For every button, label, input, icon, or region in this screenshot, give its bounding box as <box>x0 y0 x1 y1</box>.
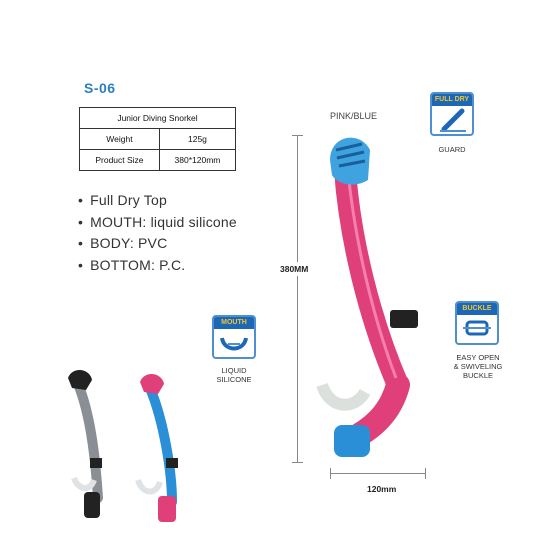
caption-line: & SWIVELING <box>453 362 503 371</box>
dimension-tick-left <box>330 468 331 479</box>
buckle-caption: EASY OPEN & SWIVELING BUCKLE <box>446 353 510 380</box>
feature-list: Full Dry Top MOUTH: liquid silicone BODY… <box>78 190 237 276</box>
list-item: BOTTOM: P.C. <box>78 255 237 277</box>
caption-line: BUCKLE <box>462 371 493 380</box>
spec-label: Weight <box>79 128 160 150</box>
list-item: BODY: PVC <box>78 233 237 255</box>
full-dry-badge: FULL DRY <box>430 92 474 136</box>
mouth-badge: MOUTH <box>212 315 256 359</box>
caption-line: LIQUID <box>221 366 247 375</box>
table-row: Weight 125g <box>79 128 237 150</box>
dimension-height-label: 380MM <box>280 262 309 276</box>
gray-snorkel-image <box>68 369 103 518</box>
buckle-badge: BUCKLE <box>455 301 499 345</box>
spec-value: 380*120mm <box>158 149 237 171</box>
spec-table: Junior Diving Snorkel Weight 125g Produc… <box>79 107 237 171</box>
dimension-tick-bottom <box>292 462 303 463</box>
caption-line: SILICONE <box>216 375 252 384</box>
dimension-tick-top <box>292 135 303 136</box>
list-item: MOUTH: liquid silicone <box>78 212 237 234</box>
spec-table-title: Junior Diving Snorkel <box>79 107 236 129</box>
spec-label: Product Size <box>79 149 160 171</box>
mouth-caption: LIQUID SILICONE <box>206 366 262 384</box>
table-row: Product Size 380*120mm <box>79 149 237 171</box>
snorkel-top-icon <box>440 108 466 132</box>
buckle-icon <box>463 320 491 336</box>
main-snorkel-image <box>316 137 418 457</box>
dimension-line-vertical <box>297 135 298 462</box>
model-code: S-06 <box>84 80 116 96</box>
dimension-tick-right <box>425 468 426 479</box>
table-row: Junior Diving Snorkel <box>79 107 236 129</box>
mouthpiece-icon <box>220 337 248 351</box>
blue-snorkel-image <box>135 373 178 522</box>
badge-title: MOUTH <box>214 317 254 329</box>
badge-title: BUCKLE <box>457 303 497 315</box>
dimension-width-label: 120mm <box>367 484 397 494</box>
caption-line: EASY OPEN <box>456 353 500 362</box>
dimension-line-horizontal <box>330 473 426 474</box>
list-item: Full Dry Top <box>78 190 237 212</box>
color-label: PINK/BLUE <box>330 111 378 121</box>
spec-value: 125g <box>158 128 237 150</box>
full-dry-caption: GUARD <box>438 145 466 154</box>
badge-title: FULL DRY <box>432 94 472 106</box>
